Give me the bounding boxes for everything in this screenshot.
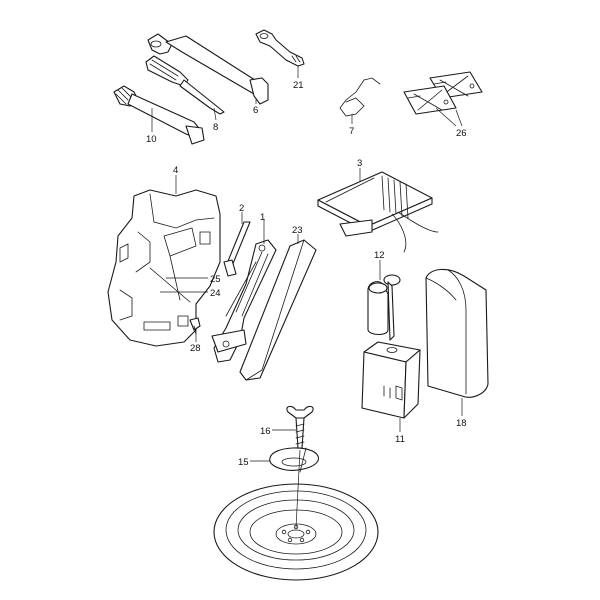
callout-18: 18 [456,418,467,429]
tool-bag-part [317,171,439,253]
callout-28: 28 [190,343,201,354]
storage-case-part [425,268,489,398]
callout-10: 10 [146,134,157,145]
tool-holder-insert-part [107,189,221,347]
wheel-wrench-part [147,33,269,105]
callout-23: 23 [292,225,303,236]
compressor-box-part [361,341,421,419]
callout-25: 25 [210,274,221,285]
callout-26: 26 [456,128,467,139]
callout-7: 7 [349,126,354,137]
callout-21: 21 [293,80,304,91]
screwdriver-part [145,55,225,115]
callout-16: 16 [260,426,271,437]
foam-block-part [239,239,317,381]
callout-4: 4 [173,165,178,176]
spare-wheel-part [213,483,379,581]
leader-lines [151,66,463,529]
callout-8: 8 [213,122,218,133]
sealant-bottle-part [367,274,401,341]
spring-washer-part [269,447,319,473]
callout-labels: 1 2 3 4 6 7 8 10 11 12 15 16 18 21 23 24… [146,80,467,468]
callout-24: 24 [210,288,221,299]
towing-eye-part [255,29,305,67]
callout-11: 11 [395,434,405,445]
bolt-tool-part [113,85,205,145]
callout-2: 2 [239,203,244,214]
bracket-pair-part [403,71,483,115]
car-jack-part [211,239,277,363]
callout-1: 1 [260,212,265,223]
crank-lever-part [223,221,251,277]
callout-12: 12 [374,250,385,261]
callout-15: 15 [238,457,249,468]
wing-bolt-part [286,405,314,449]
callout-3: 3 [357,158,362,169]
spring-clip-part [339,77,381,117]
callout-6: 6 [253,105,258,116]
